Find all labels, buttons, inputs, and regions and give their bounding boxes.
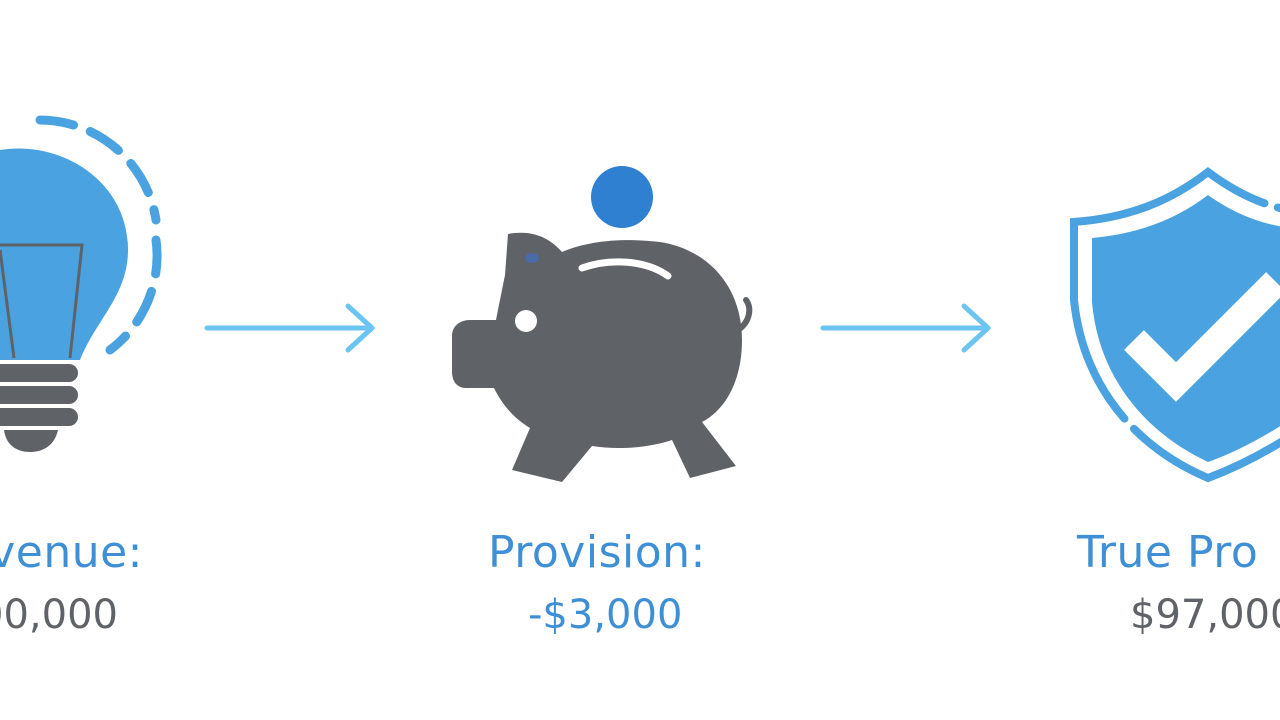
- true-profit-label: True Pro: [1077, 527, 1259, 578]
- arrow-right-icon: [204, 303, 375, 353]
- revenue-value: 00,000: [0, 592, 118, 638]
- provision-value: -$3,000: [528, 592, 683, 638]
- shield-check-icon: [1070, 166, 1280, 483]
- lightbulb-icon: [0, 115, 162, 452]
- piggy-bank-icon: [452, 232, 753, 482]
- provision-label: Provision:: [488, 527, 706, 578]
- true-profit-value: $97,000: [1130, 592, 1280, 638]
- coin-icon: [591, 166, 653, 228]
- arrow-right-icon: [820, 303, 991, 353]
- revenue-label: venue:: [0, 527, 143, 578]
